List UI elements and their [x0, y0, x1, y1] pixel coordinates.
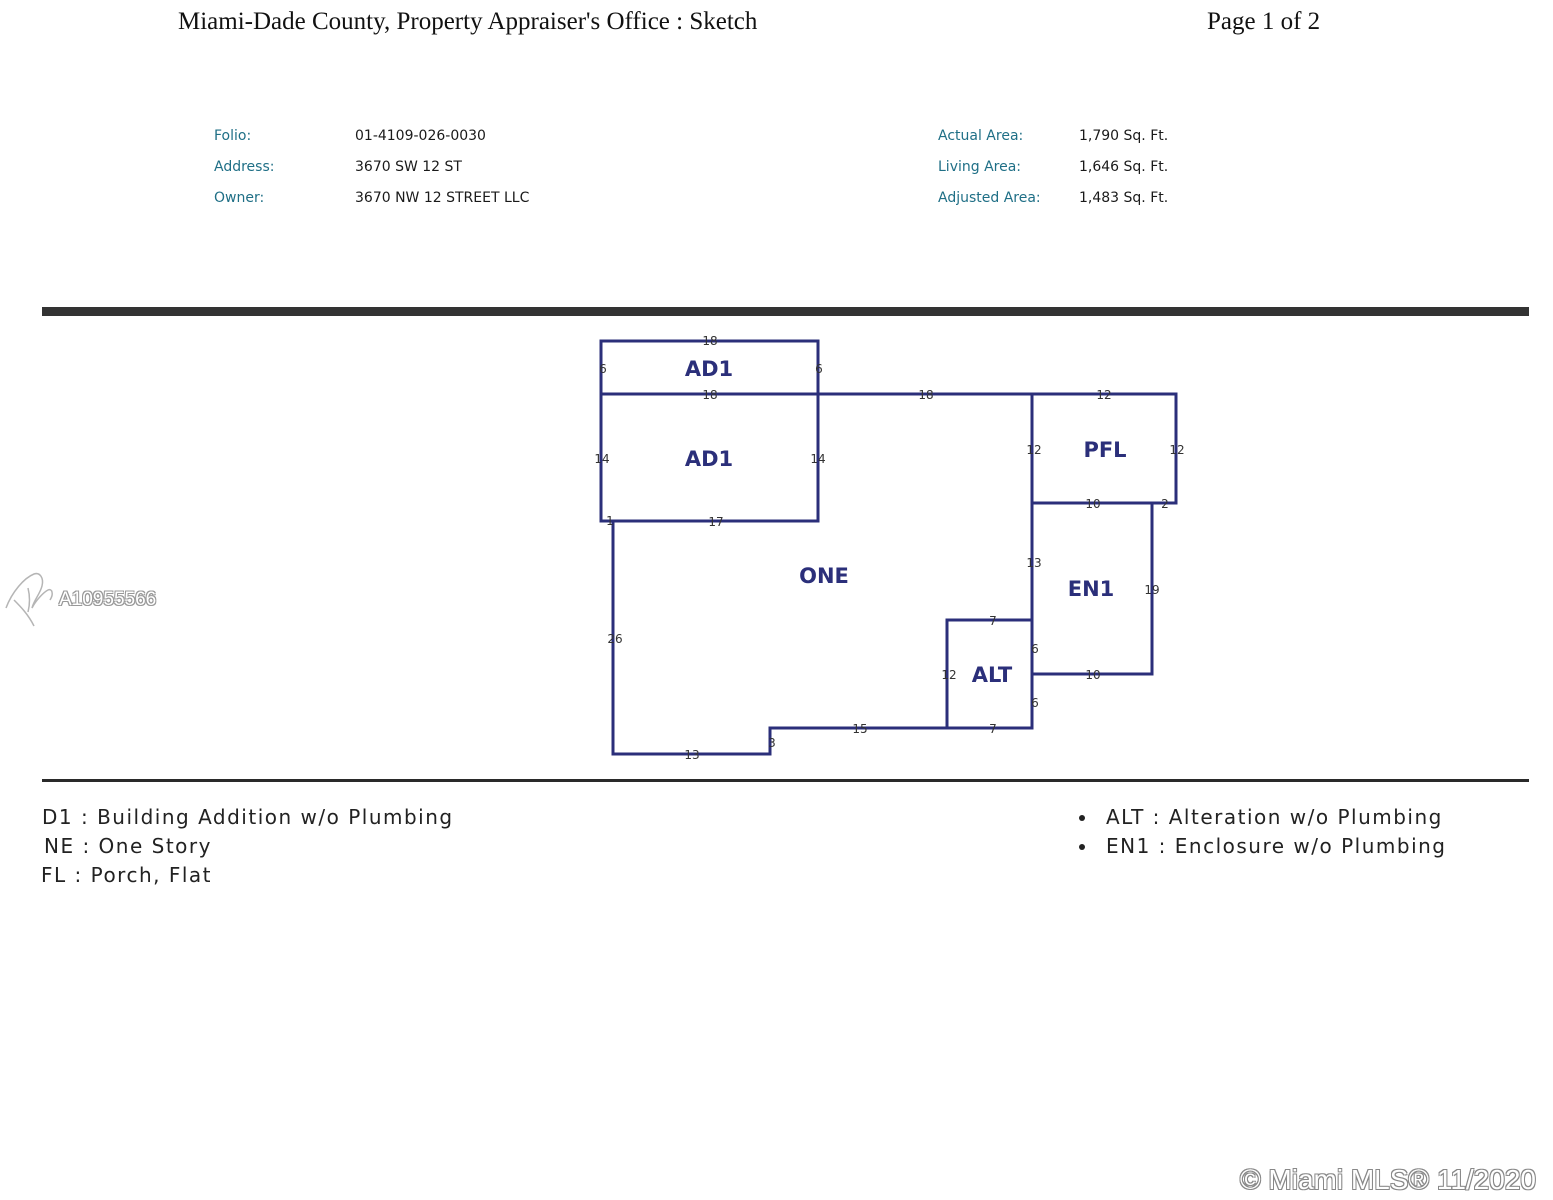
dimension-label: 6: [599, 362, 607, 376]
one-outline: [611, 392, 1034, 756]
folio-label: Folio:: [214, 128, 252, 144]
dimension-label: 17: [708, 515, 723, 529]
dimension-label: 12: [1026, 443, 1041, 457]
actual-area-label: Actual Area:: [938, 128, 1024, 144]
dimension-label: 10: [1085, 497, 1100, 511]
dimension-label: 19: [1144, 583, 1159, 597]
ad1-top-outline: [599, 339, 820, 396]
dimension-label: 6: [1031, 642, 1039, 656]
owner-label: Owner:: [214, 190, 265, 206]
legend-item: ALT : Alteration w/o Plumbing: [1106, 805, 1443, 829]
dimension-label: 15: [852, 722, 867, 736]
area-label-ad1-lower: AD1: [685, 447, 733, 471]
header-divider: [42, 307, 1529, 316]
adjusted-area-label: Adjusted Area:: [938, 190, 1041, 206]
dimension-label: 14: [810, 452, 825, 466]
folio-value: 01-4109-026-0030: [355, 128, 486, 144]
alt-outline: [945, 618, 1034, 730]
dimension-label: 26: [607, 632, 622, 646]
area-label-en1: EN1: [1068, 577, 1115, 601]
legend-item: NE : One Story: [44, 834, 212, 858]
listing-id-watermark: A10955566: [59, 589, 157, 610]
document-title: Miami-Dade County, Property Appraiser's …: [178, 8, 758, 35]
ad1-bottom-outline: [599, 392, 820, 523]
legend-divider: [42, 779, 1529, 782]
dimension-label: 12: [1096, 388, 1111, 402]
area-label-pfl: PFL: [1083, 438, 1126, 462]
pfl-outline: [1030, 392, 1178, 505]
address-label: Address:: [214, 159, 275, 175]
dimension-label: 7: [989, 722, 997, 736]
living-area-label: Living Area:: [938, 159, 1022, 175]
address-value: 3670 SW 12 ST: [355, 159, 462, 175]
legend-item: FL : Porch, Flat: [41, 863, 213, 887]
dimension-label: 7: [989, 614, 997, 628]
area-label-ad1-upper: AD1: [685, 357, 733, 381]
living-area-value: 1,646 Sq. Ft.: [1079, 159, 1169, 175]
dimension-label: 13: [684, 748, 699, 762]
dimension-label: 6: [815, 362, 823, 376]
adjusted-area-value: 1,483 Sq. Ft.: [1079, 190, 1169, 206]
mls-logo-icon: [5, 572, 53, 627]
sketch-lines: [599, 339, 1178, 756]
dimension-label: 18: [918, 388, 933, 402]
dimension-label: 1: [606, 514, 614, 528]
actual-area-value: 1,790 Sq. Ft.: [1079, 128, 1169, 144]
copyright-watermark: © Miami MLS® 11/2020: [1240, 1164, 1536, 1195]
page-number: Page 1 of 2: [1207, 8, 1321, 35]
dimension-label: 18: [702, 388, 717, 402]
dimension-label: 13: [1026, 556, 1041, 570]
dimension-label: 14: [594, 452, 609, 466]
bullet-icon: [1079, 815, 1085, 821]
en1-outline: [1030, 501, 1154, 676]
dimension-label: 12: [941, 668, 956, 682]
owner-value: 3670 NW 12 STREET LLC: [355, 190, 530, 206]
area-label-alt: ALT: [972, 663, 1013, 687]
dimension-labels: 18 6 6 18 18 12 14 14 12 12 10 2 1 17 13…: [594, 334, 1184, 762]
bullet-icon: [1079, 844, 1085, 850]
dimension-label: 2: [1161, 497, 1169, 511]
area-labels: AD1 AD1 ONE PFL EN1 ALT: [685, 357, 1127, 687]
dimension-label: 3: [768, 736, 776, 750]
dimension-label: 18: [702, 334, 717, 348]
dimension-label: 12: [1169, 443, 1184, 457]
dimension-label: 10: [1085, 668, 1100, 682]
dimension-label: 6: [1031, 696, 1039, 710]
area-label-one: ONE: [799, 564, 849, 588]
legend-item: D1 : Building Addition w/o Plumbing: [42, 805, 454, 829]
legend-item: EN1 : Enclosure w/o Plumbing: [1106, 834, 1447, 858]
